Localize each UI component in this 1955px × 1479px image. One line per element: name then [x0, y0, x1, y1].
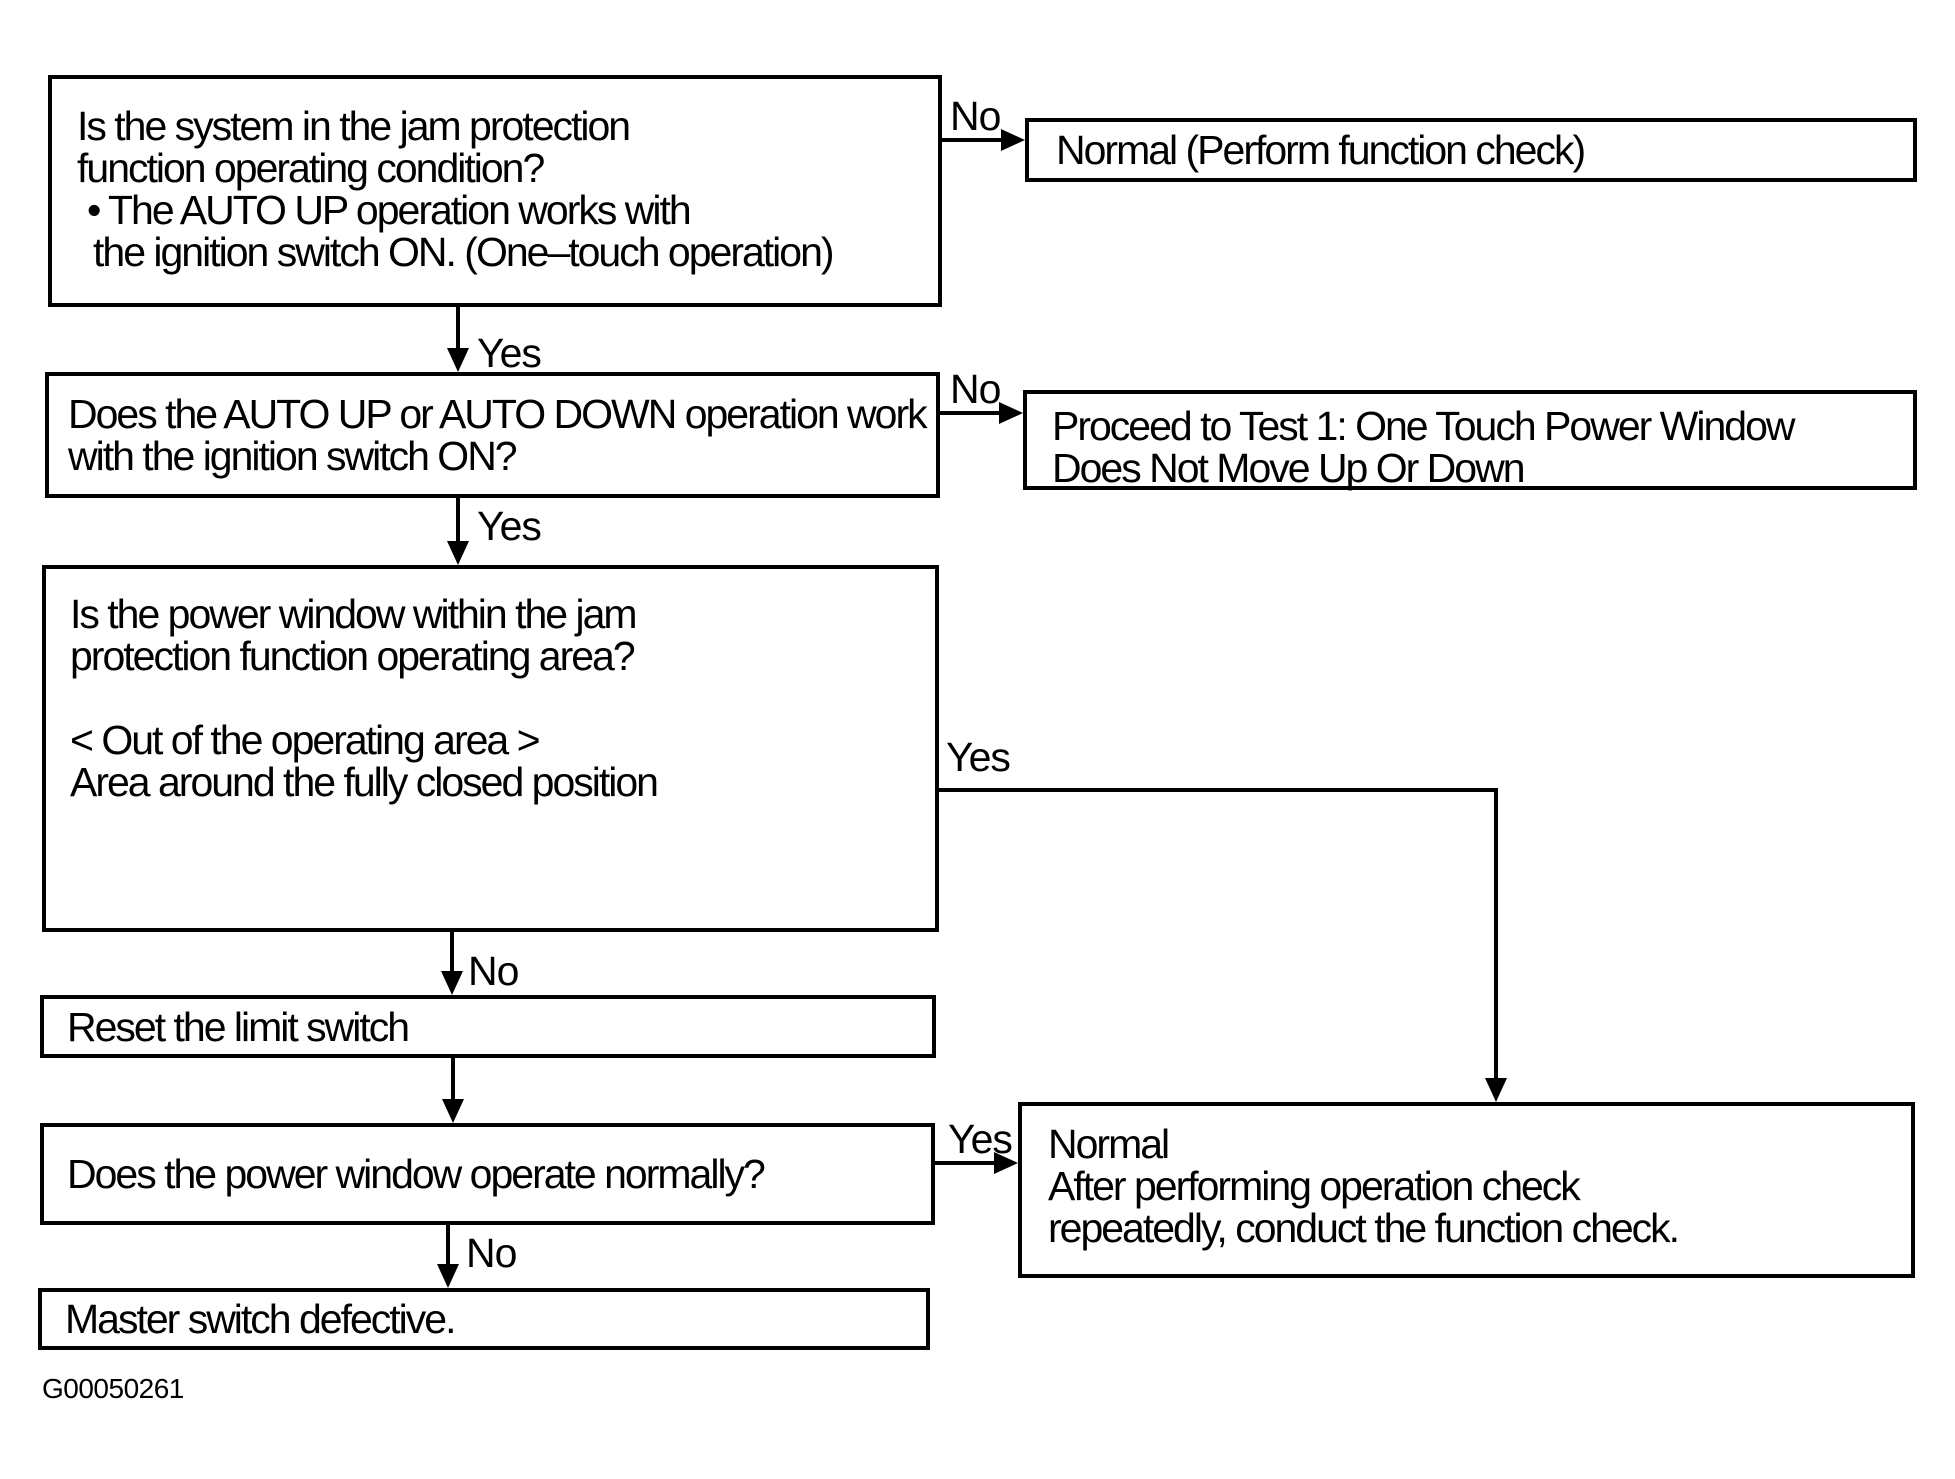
connector-q3-yes-to-normal-after	[938, 788, 1507, 1102]
branch-label-no-q1: No	[950, 93, 1001, 139]
decision-box-operate-normally: Does the power window operate normally?	[40, 1123, 935, 1225]
result-box-master-switch-defective: Master switch defective.	[38, 1288, 930, 1350]
result-box-normal-after-check: Normal After performing operation check …	[1018, 1102, 1915, 1278]
box-text-line: protection function operating area?	[70, 633, 636, 679]
branch-label-yes-q2: Yes	[477, 503, 542, 549]
figure-id: G00050261	[42, 1373, 184, 1404]
result-box-proceed-test-1: Proceed to Test 1: One Touch Power Windo…	[1023, 390, 1917, 490]
box-text-line: repeatedly, conduct the function check.	[1048, 1205, 1680, 1251]
decision-box-operating-area: Is the power window within the jam prote…	[42, 565, 939, 932]
box-text-line: Normal	[1048, 1121, 1170, 1167]
box-text-line: Master switch defective.	[65, 1296, 457, 1342]
box-text-line: After performing operation check	[1048, 1163, 1581, 1209]
branch-label-no-q4: No	[466, 1230, 517, 1276]
connector-q3-no-to-reset	[441, 932, 463, 995]
box-text-line: Normal (Perform function check)	[1056, 127, 1586, 173]
branch-label-yes-q1: Yes	[477, 330, 542, 376]
decision-box-jam-protection-condition: Is the system in the jam protection func…	[48, 75, 942, 307]
branch-label-yes-q4: Yes	[948, 1116, 1013, 1162]
box-text-line: Does the AUTO UP or AUTO DOWN operation …	[68, 391, 928, 437]
box-text-line: function operating condition?	[77, 145, 545, 191]
box-text-line: the ignition switch ON. (One–touch opera…	[93, 229, 835, 275]
box-text-line: Area around the fully closed position	[70, 759, 659, 805]
box-text-line: Proceed to Test 1: One Touch Power Windo…	[1052, 403, 1795, 449]
box-text-line: • The AUTO UP operation works with	[87, 187, 692, 233]
connector-q2-yes-to-q3	[447, 498, 469, 565]
box-text-line: < Out of the operating area >	[70, 717, 541, 763]
branch-label-no-q2: No	[950, 366, 1001, 412]
box-text-line: Reset the limit switch	[67, 1003, 410, 1050]
process-box-reset-limit-switch: Reset the limit switch	[40, 995, 936, 1058]
connector-reset-to-q4	[442, 1058, 464, 1123]
connector-q1-yes-to-q2	[447, 307, 469, 372]
connector-q4-no-to-defective	[437, 1225, 459, 1288]
box-text-line: Is the power window within the jam	[70, 591, 638, 637]
box-text-line: Does Not Move Up Or Down	[1052, 445, 1526, 491]
decision-box-auto-up-down-works: Does the AUTO UP or AUTO DOWN operation …	[45, 372, 940, 498]
branch-label-yes-q3: Yes	[946, 734, 1011, 780]
branch-label-no-q3: No	[468, 948, 519, 994]
box-text-blank-line	[70, 677, 935, 719]
box-text-line: Does the power window operate normally?	[67, 1151, 766, 1197]
result-box-normal-function-check: Normal (Perform function check)	[1025, 118, 1917, 182]
box-text-line: Is the system in the jam protection	[77, 103, 631, 149]
box-text-line: with the ignition switch ON?	[68, 433, 518, 479]
